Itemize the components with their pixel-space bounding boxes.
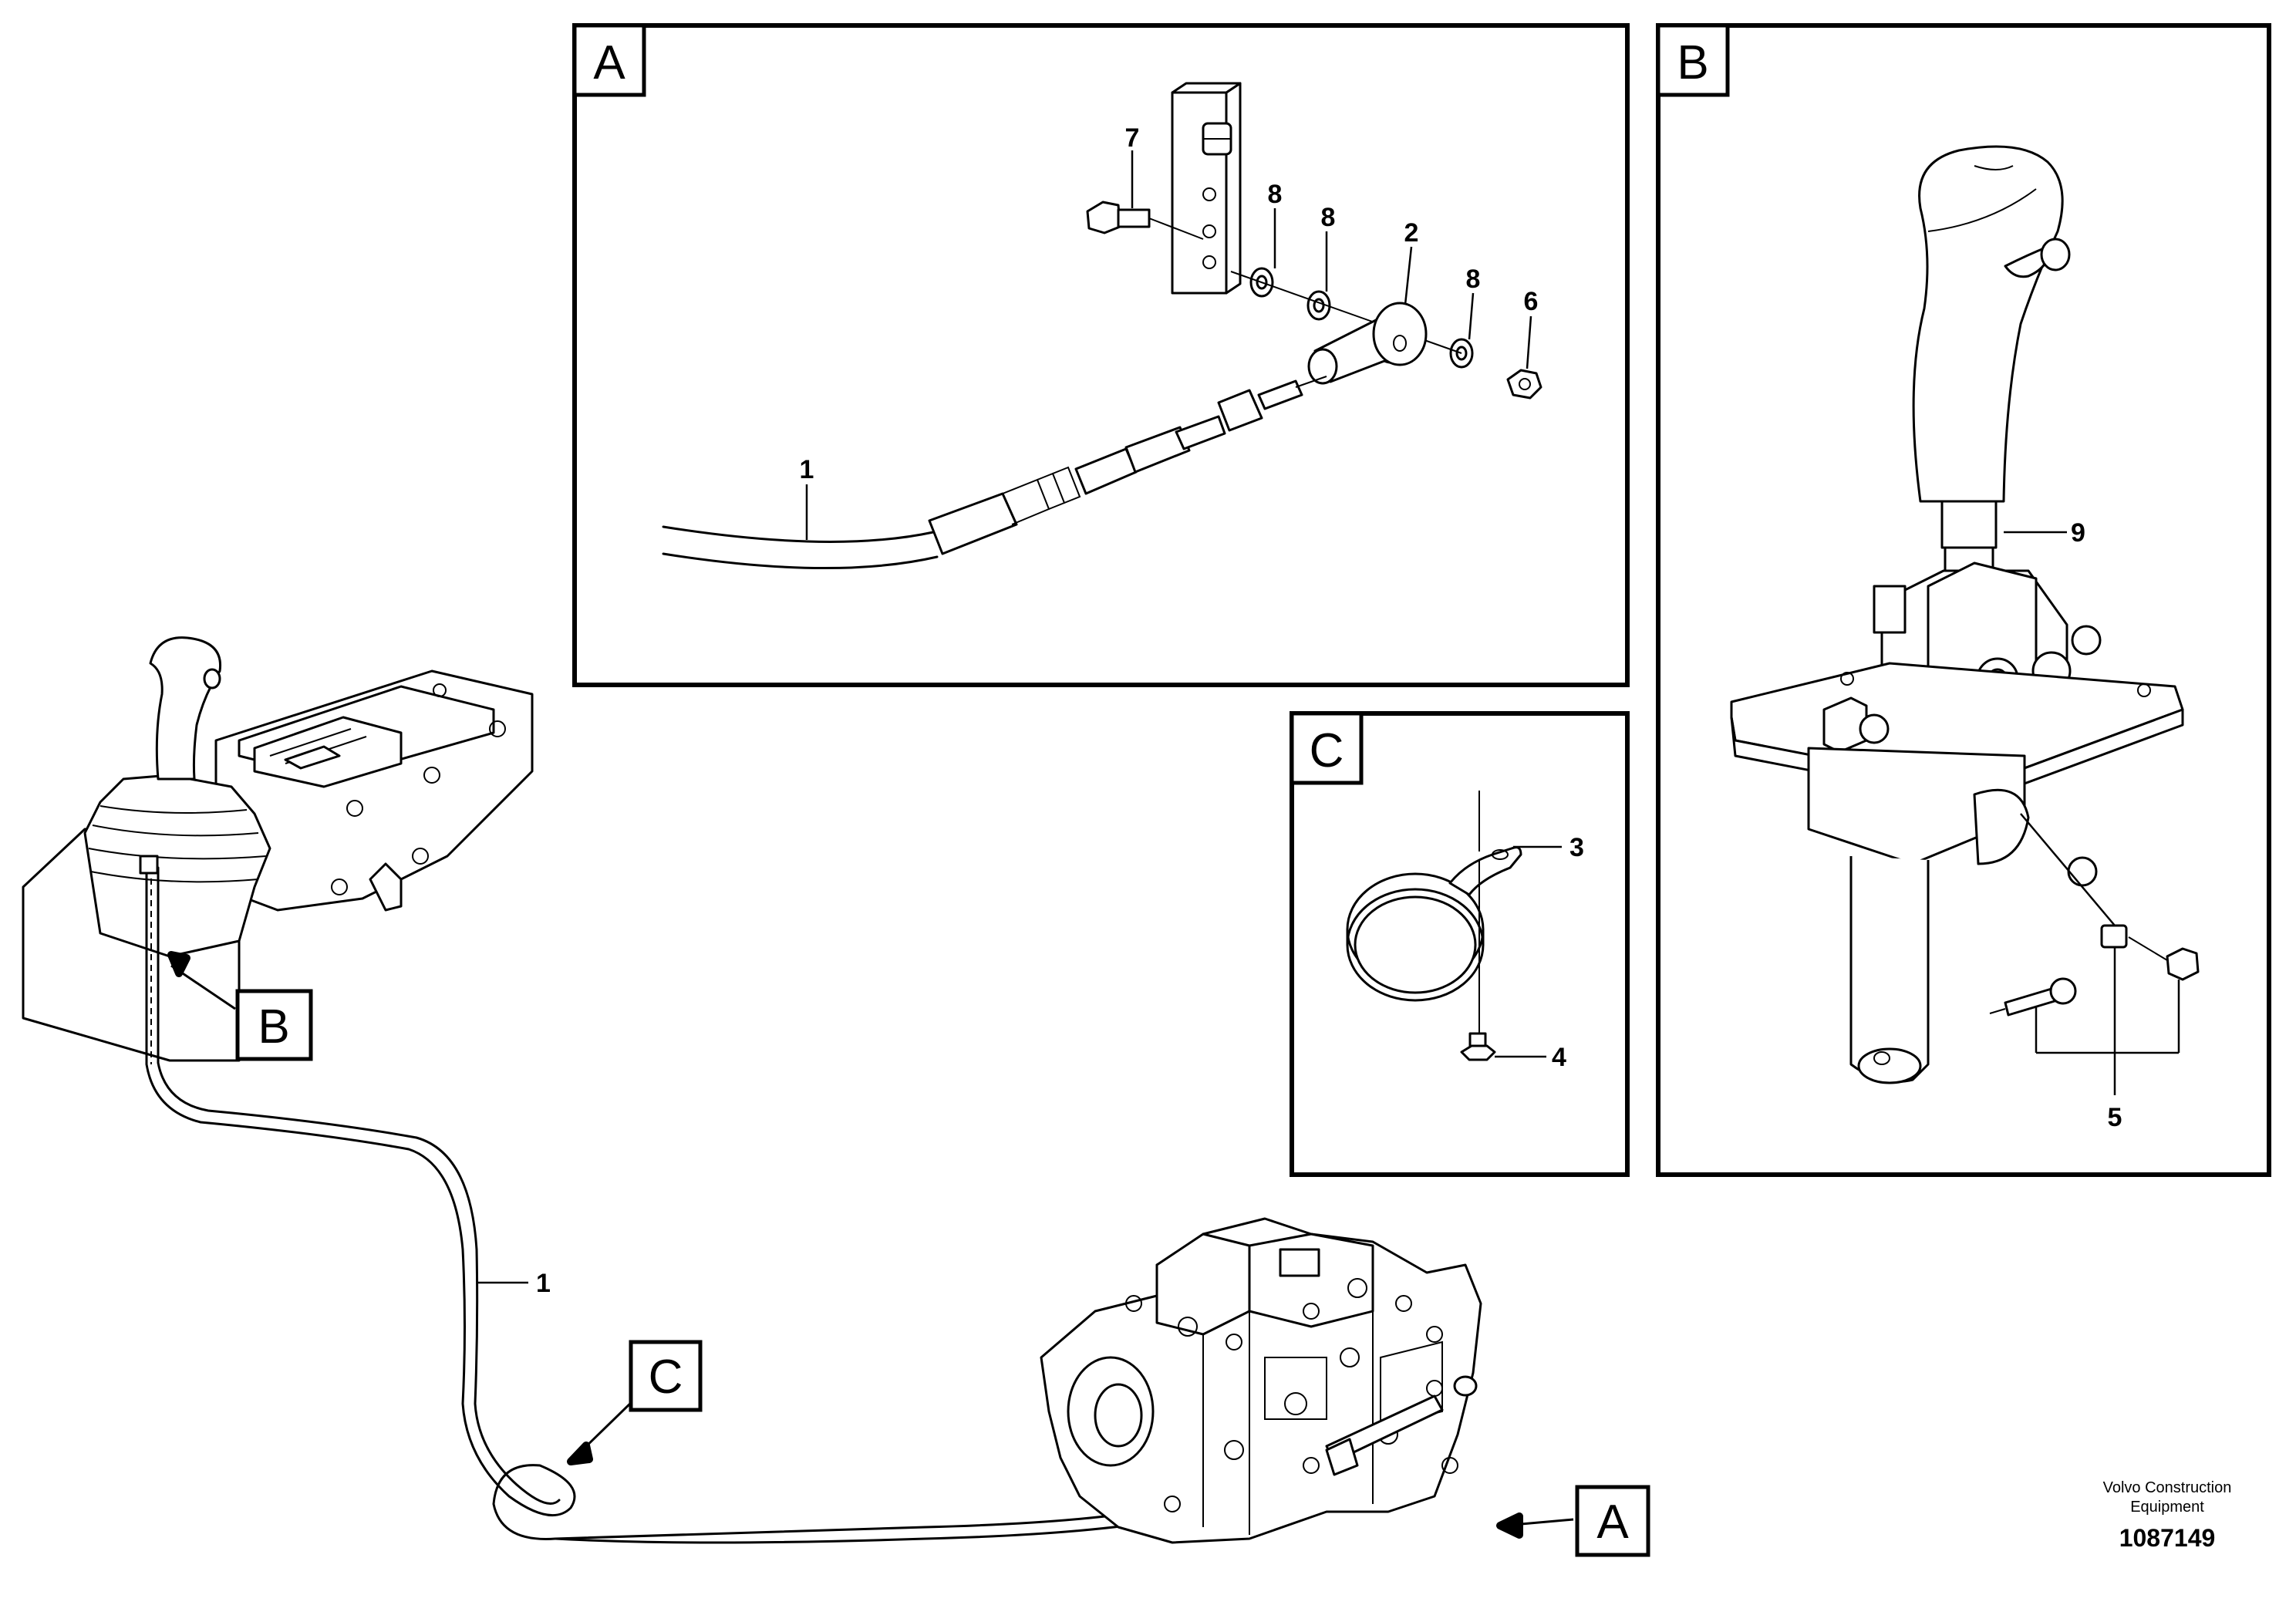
panel-c-leaders	[1495, 845, 1562, 1058]
panel-c-tag: C	[1310, 724, 1344, 777]
label-part-7: 7	[1125, 123, 1140, 153]
panel-a-part-numbers: 7 8 8 2 8 6 1	[800, 123, 1539, 484]
panel-c: C 3 4	[1290, 711, 1630, 1177]
screw-4	[1460, 1032, 1496, 1061]
panel-a-leaders	[805, 150, 1532, 540]
panel-b: B	[1656, 23, 2271, 1177]
clamp-3	[1346, 791, 1522, 1034]
panel-c-part-numbers: 3 4	[1552, 833, 1584, 1072]
label-part-4: 4	[1552, 1043, 1566, 1072]
fasteners-5	[1989, 924, 2200, 1017]
hydraulic-pump	[1040, 1217, 1482, 1544]
label-part-8a: 8	[1268, 180, 1283, 209]
drawing-footer: Volvo Construction Equipment 1087149	[2103, 1479, 2232, 1552]
footer-company-line1: Volvo Construction	[2103, 1479, 2232, 1496]
footer-drawing-id: 1087149	[2119, 1524, 2216, 1552]
callout-a-tag: A	[1596, 1496, 1629, 1549]
panel-b-frame	[1656, 23, 2271, 1177]
bracket-plate	[1171, 82, 1242, 295]
panel-b-tag-box	[1656, 23, 1730, 97]
label-part-1-overview: 1	[536, 1269, 551, 1298]
label-part-2: 2	[1404, 218, 1419, 248]
panel-a-frame	[572, 23, 1630, 687]
callout-b: B	[167, 951, 313, 1061]
label-part-6: 6	[1524, 287, 1539, 316]
panel-b-part-numbers: 9 5	[2071, 518, 2122, 1132]
label-part-1-detail: 1	[800, 455, 814, 484]
label-part-5: 5	[2108, 1103, 2122, 1132]
lever-housing	[1807, 747, 2030, 1084]
overview-cable-label: 1	[477, 1269, 551, 1298]
label-part-8b: 8	[1321, 203, 1336, 232]
callout-c: C	[567, 1340, 703, 1465]
control-cable	[139, 855, 1328, 1544]
washers	[1230, 267, 1474, 369]
callout-c-tag: C	[649, 1351, 683, 1404]
footer-company-line2: Equipment	[2130, 1499, 2204, 1516]
bolt-7	[1086, 201, 1204, 240]
callout-b-tag: B	[258, 1000, 289, 1054]
panel-b-leaders	[2004, 531, 2180, 1095]
label-part-9: 9	[2071, 518, 2085, 548]
panel-a-tag-box	[572, 23, 646, 97]
ball-joint-2	[1307, 302, 1428, 385]
nut-6	[1506, 369, 1542, 400]
label-part-3: 3	[1569, 833, 1584, 862]
label-part-8c: 8	[1466, 265, 1481, 294]
panel-a: A	[572, 23, 1630, 687]
panel-a-tag: A	[593, 36, 625, 89]
panel-c-frame	[1290, 711, 1630, 1177]
cable-end	[662, 376, 1327, 570]
gear-knob	[1912, 145, 2071, 580]
callout-a: A	[1496, 1485, 1650, 1557]
panel-b-tag: B	[1677, 36, 1708, 89]
cab-console	[22, 636, 534, 1062]
panel-c-tag-box	[1290, 711, 1364, 785]
